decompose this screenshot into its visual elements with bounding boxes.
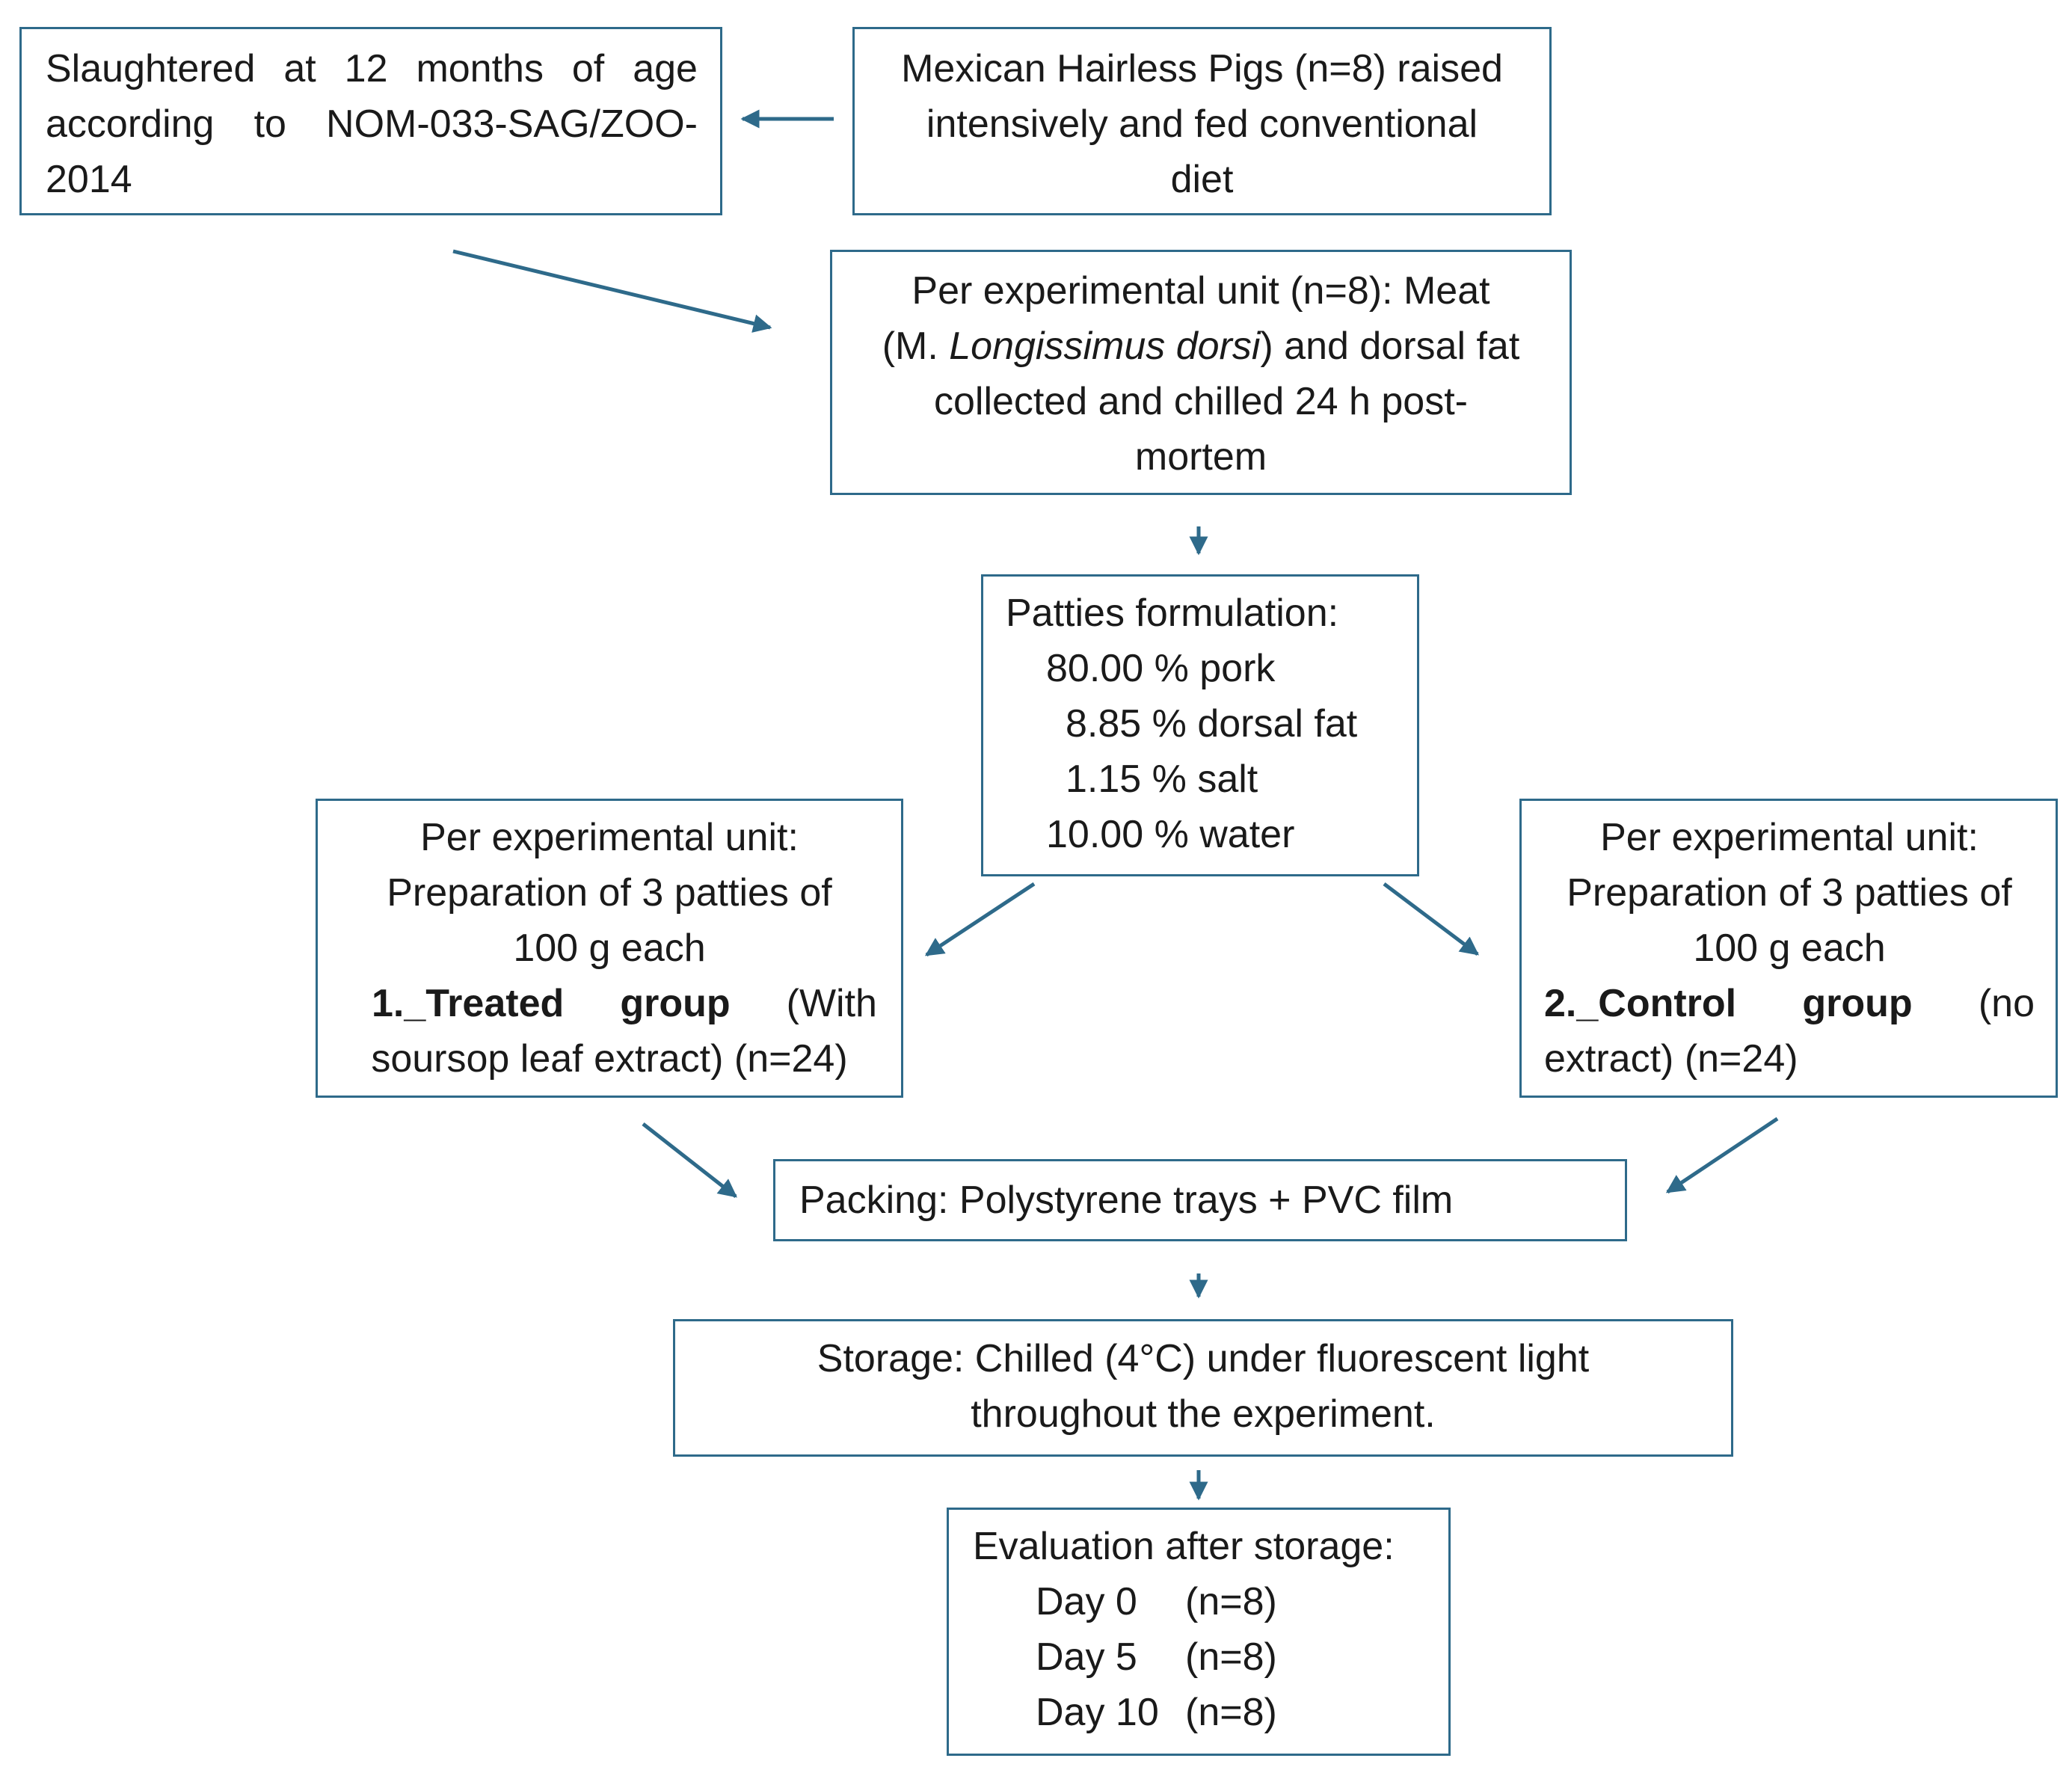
formulation-title: Patties formulation: — [1006, 592, 1339, 635]
meat-line-2-post: ) and dorsal fat — [1260, 325, 1520, 368]
formulation-box: Patties formulation: 80.00 % pork 8.85 %… — [981, 574, 1419, 876]
word: according — [46, 102, 215, 146]
treated-line-3: 100 g each — [513, 927, 706, 970]
storage-line-2: throughout the experiment. — [971, 1392, 1436, 1436]
pigs-line-3: diet — [1170, 158, 1234, 201]
slaughter-line-2: according to NOM-033-SAG/ZOO- — [46, 96, 698, 152]
pigs-line-2: intensively and fed conventional — [926, 102, 1478, 146]
control-line-1: Per experimental unit: — [1600, 816, 1979, 859]
word: months — [416, 47, 544, 90]
formulation-item: 1.15 % salt — [1066, 758, 1258, 801]
control-line-3: 100 g each — [1693, 927, 1886, 970]
evaluation-row: Day 0 (n=8) — [973, 1574, 1448, 1629]
treated-group-label: 1._Treated — [372, 982, 565, 1025]
evaluation-row: Day 10 (n=8) — [973, 1685, 1448, 1740]
control-line-2: Preparation of 3 patties of — [1567, 871, 2012, 915]
storage-box: Storage: Chilled (4°C) under fluorescent… — [673, 1319, 1733, 1457]
slaughter-box: Slaughtered at 12 months of age accordin… — [19, 27, 722, 215]
evaluation-day: Day 5 — [1036, 1635, 1137, 1679]
control-group-box: Per experimental unit: Preparation of 3 … — [1519, 799, 2058, 1098]
evaluation-day: Day 0 — [1036, 1580, 1137, 1623]
arrow-formulation-to-control — [1383, 882, 1479, 956]
treated-line-2: Preparation of 3 patties of — [387, 871, 832, 915]
treated-line-5: soursop leaf extract) (n=24) — [371, 1037, 848, 1081]
slaughter-line-1: Slaughtered at 12 months of age — [46, 41, 698, 96]
meat-line-1: Per experimental unit (n=8): Meat — [912, 269, 1490, 313]
pigs-box: Mexican Hairless Pigs (n=8) raised inten… — [852, 27, 1552, 215]
word: at — [283, 47, 316, 90]
treated-group-box: Per experimental unit: Preparation of 3 … — [316, 799, 903, 1098]
arrow-formulation-to-treated — [924, 882, 1036, 957]
word: age — [633, 47, 698, 90]
meat-line-4: mortem — [1134, 435, 1267, 479]
meat-line-3: collected and chilled 24 h post- — [933, 380, 1468, 423]
pigs-line-1: Mexican Hairless Pigs (n=8) raised — [901, 47, 1503, 90]
evaluation-title: Evaluation after storage: — [973, 1525, 1395, 1568]
treated-group-rest: (With — [786, 982, 877, 1025]
muscle-name: Longissimus dorsi — [949, 325, 1261, 368]
evaluation-n: (n=8) — [1185, 1580, 1277, 1623]
meat-collection-box: Per experimental unit (n=8): Meat (M. Lo… — [830, 250, 1572, 495]
control-group-label: 2._Control — [1544, 982, 1737, 1025]
treated-group-word: group — [620, 982, 731, 1025]
arrow-treated-to-packing — [642, 1122, 737, 1198]
word: NOM-033-SAG/ZOO- — [326, 102, 698, 146]
formulation-item: 10.00 % water — [1046, 813, 1295, 856]
word: of — [571, 47, 605, 90]
meat-line-2: (M. Longissimus dorsi) and dorsal fat — [840, 319, 1562, 374]
treated-line-1: Per experimental unit: — [420, 816, 799, 859]
formulation-item: 8.85 % dorsal fat — [1066, 702, 1358, 746]
arrow-slaughter-to-meat — [452, 249, 772, 333]
formulation-item: 80.00 % pork — [1046, 647, 1276, 690]
word: Slaughtered — [46, 47, 256, 90]
evaluation-row: Day 5 (n=8) — [973, 1629, 1448, 1685]
word: to — [253, 102, 286, 146]
control-line-5: extract) (n=24) — [1544, 1037, 1798, 1081]
arrow-control-to-packing — [1665, 1116, 1779, 1194]
treated-group-line: 1._Treated group (With — [342, 976, 877, 1031]
packing-text: Packing: Polystyrene trays + PVC film — [799, 1179, 1454, 1222]
control-group-rest: (no — [1978, 982, 2035, 1025]
word: 12 — [344, 47, 388, 90]
slaughter-line-3: 2014 — [46, 158, 132, 201]
evaluation-n: (n=8) — [1185, 1635, 1277, 1679]
evaluation-box: Evaluation after storage: Day 0 (n=8) Day… — [947, 1508, 1451, 1756]
storage-line-1: Storage: Chilled (4°C) under fluorescent… — [817, 1337, 1590, 1380]
control-group-line: 2._Control group (no — [1544, 976, 2035, 1031]
meat-line-2-pre: (M. — [882, 325, 950, 368]
evaluation-day: Day 10 — [1036, 1691, 1159, 1734]
evaluation-n: (n=8) — [1185, 1691, 1277, 1734]
control-group-word: group — [1802, 982, 1913, 1025]
packing-box: Packing: Polystyrene trays + PVC film — [773, 1159, 1627, 1241]
